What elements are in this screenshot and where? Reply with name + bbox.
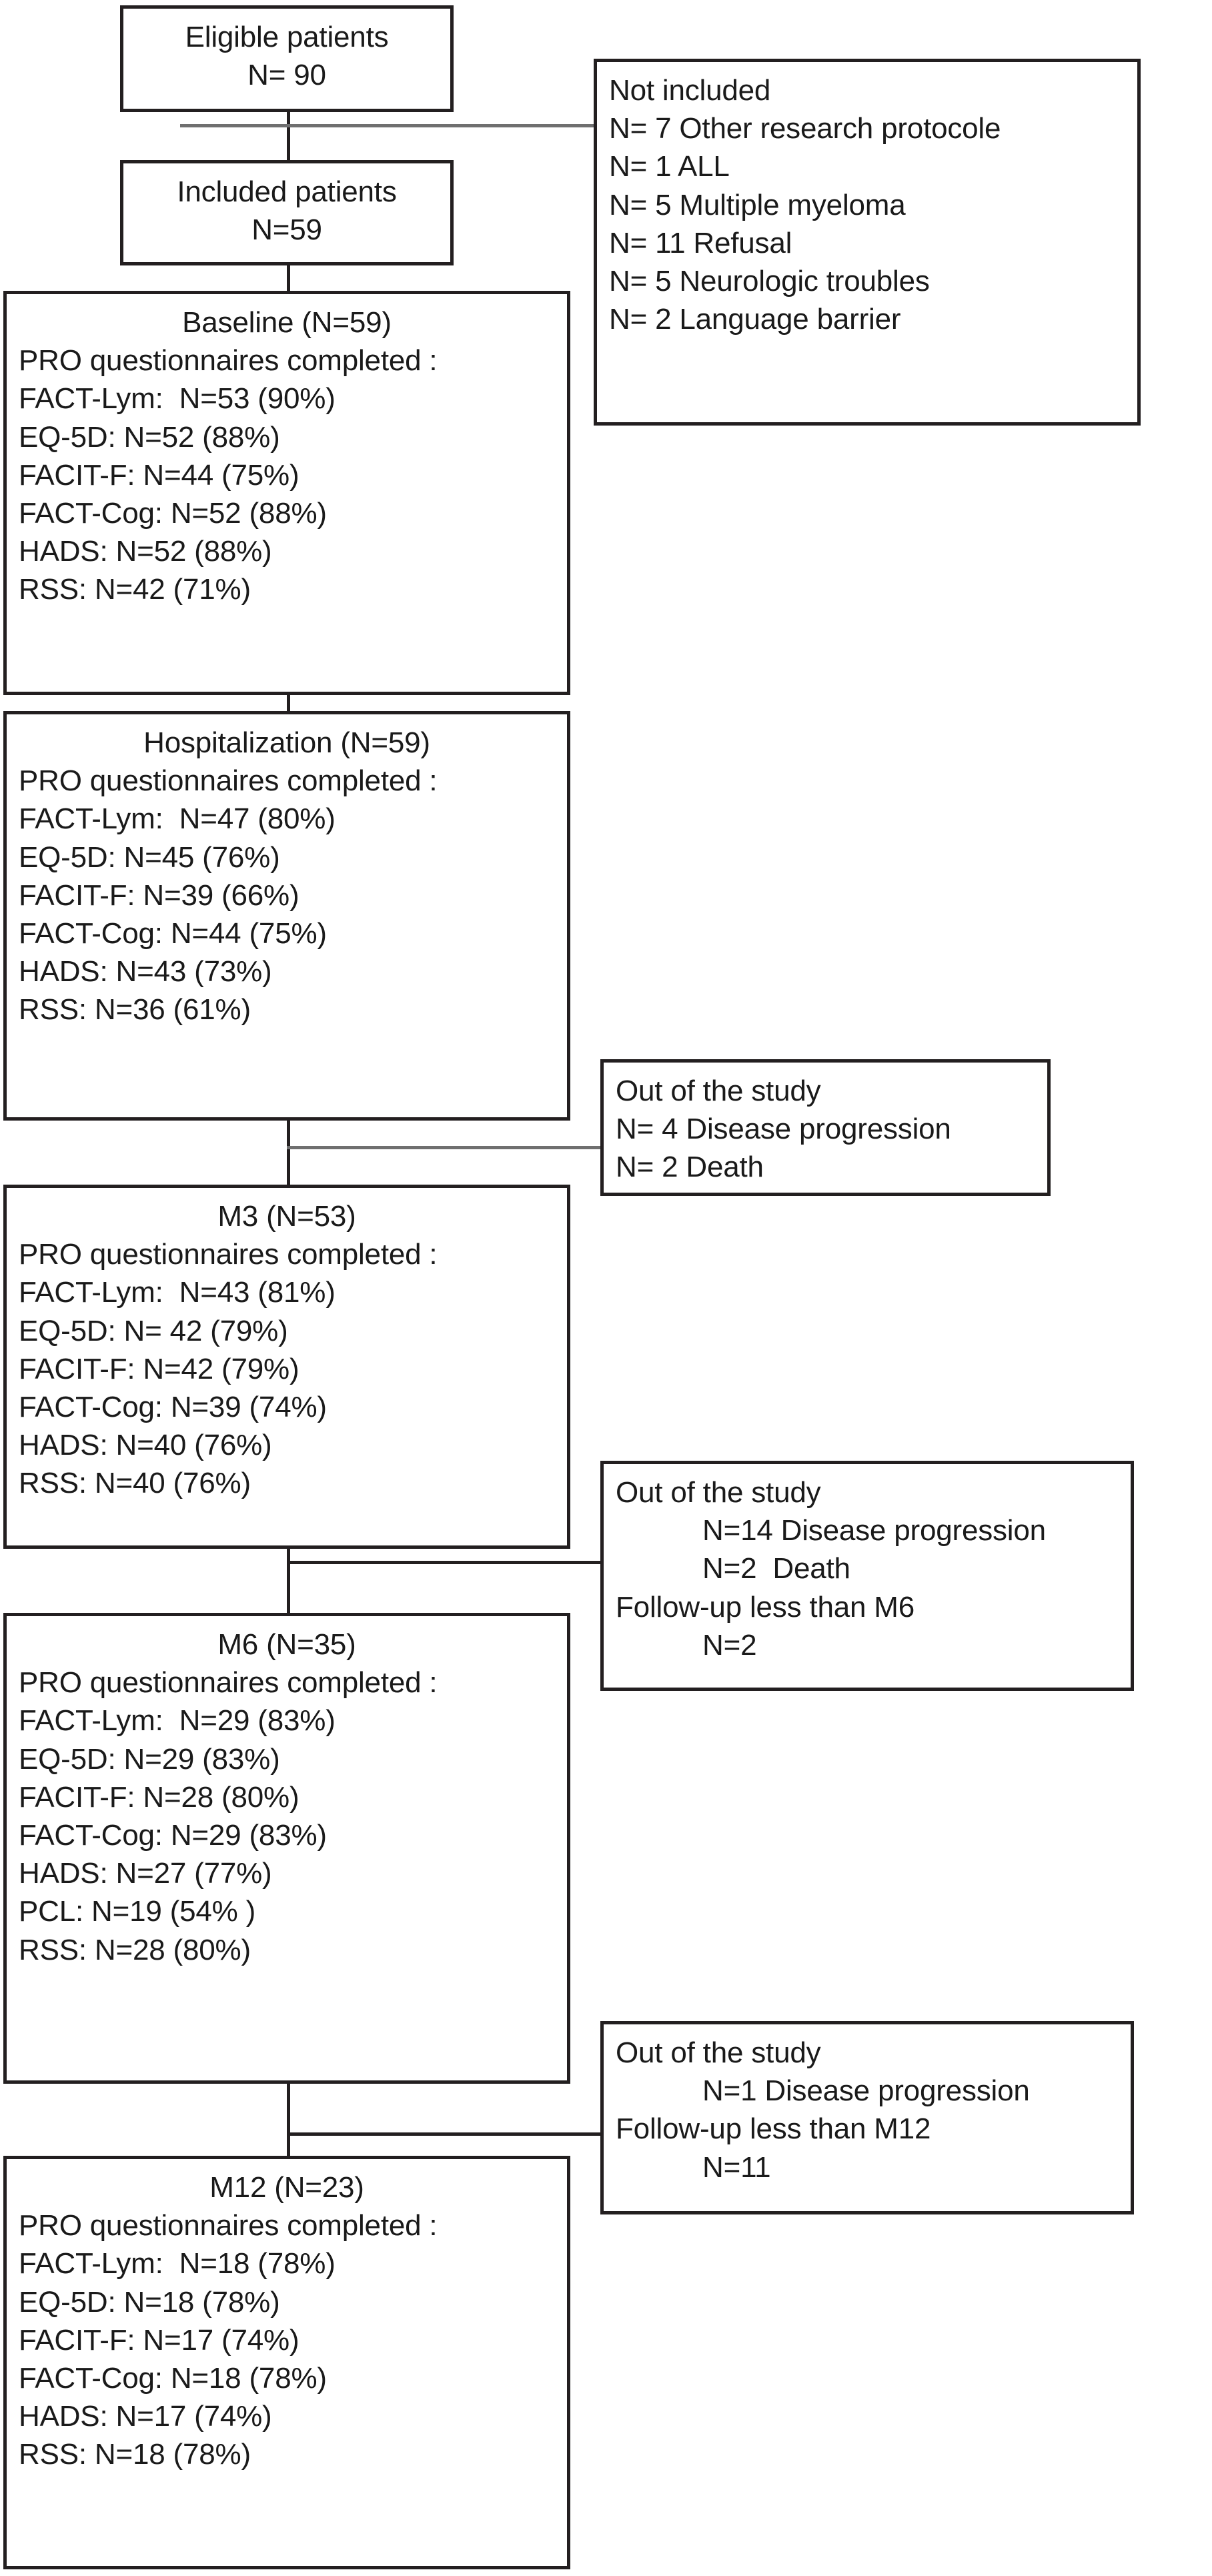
hospitalization-item-6: RSS: N=36 (61%) bbox=[19, 993, 251, 1027]
m3-item-5: HADS: N=40 (76%) bbox=[19, 1429, 272, 1462]
m3-item-1: FACT-Lym: N=43 (81%) bbox=[19, 1276, 336, 1309]
not-included-line-3: N= 1 ALL bbox=[609, 150, 730, 183]
m12-item-4: FACT-Cog: N=18 (78%) bbox=[19, 2361, 327, 2395]
m12-item-3: FACIT-F: N=17 (74%) bbox=[19, 2323, 299, 2357]
out3-header: Out of the study bbox=[616, 2036, 821, 2069]
out2-indented-1: N=14 Disease progression bbox=[702, 1514, 1046, 1547]
connector-baseline-to-hospitalization bbox=[287, 694, 290, 715]
hospitalization-item-4: FACT-Cog: N=44 (75%) bbox=[19, 916, 327, 950]
included-line-1: Included patients bbox=[177, 175, 397, 208]
node-included-patients-body: Included patients N=59 bbox=[123, 163, 450, 255]
baseline-item-2: EQ-5D: N=52 (88%) bbox=[19, 420, 280, 454]
m12-item-2: EQ-5D: N=18 (78%) bbox=[19, 2285, 280, 2319]
baseline-item-6: RSS: N=42 (71%) bbox=[19, 573, 251, 606]
m3-item-6: RSS: N=40 (76%) bbox=[19, 1467, 251, 1500]
eligible-line-2: N= 90 bbox=[247, 59, 326, 92]
m6-title: M6 (N=35) bbox=[217, 1628, 356, 1661]
connector-m6-to-out3 bbox=[287, 2132, 604, 2136]
not-included-line-7: N= 2 Language barrier bbox=[609, 303, 901, 336]
m3-subtitle: PRO questionnaires completed : bbox=[19, 1238, 438, 1271]
node-baseline-body: Baseline (N=59) PRO questionnaires compl… bbox=[7, 294, 567, 616]
hospitalization-title: Hospitalization (N=59) bbox=[143, 726, 430, 759]
out2-indented-2: N=2 Death bbox=[702, 1552, 850, 1585]
m6-item-1: FACT-Lym: N=29 (83%) bbox=[19, 1704, 336, 1738]
connector-included-to-not-included bbox=[180, 124, 600, 127]
m6-item-4: FACT-Cog: N=29 (83%) bbox=[19, 1818, 327, 1852]
m12-item-6: RSS: N=18 (78%) bbox=[19, 2438, 251, 2471]
node-out-of-study-2-body: Out of the study N=14 Disease progressio… bbox=[604, 1464, 1131, 1671]
node-m6-body: M6 (N=35) PRO questionnaires completed :… bbox=[7, 1616, 567, 1976]
connector-included-to-baseline bbox=[287, 265, 290, 299]
out3-indented-1: N=1 Disease progression bbox=[702, 2074, 1030, 2108]
eligible-line-1: Eligible patients bbox=[185, 21, 389, 53]
hospitalization-subtitle: PRO questionnaires completed : bbox=[19, 764, 438, 798]
out3-subheader: Follow-up less than M12 bbox=[616, 2112, 931, 2146]
node-m3: M3 (N=53) PRO questionnaires completed :… bbox=[3, 1185, 570, 1549]
m6-item-7: RSS: N=28 (80%) bbox=[19, 1933, 251, 1966]
node-eligible-patients-body: Eligible patients N= 90 bbox=[123, 9, 450, 101]
connector-hospitalization-to-m3 bbox=[287, 1118, 290, 1185]
out1-line-3: N= 2 Death bbox=[616, 1151, 764, 1184]
baseline-item-5: HADS: N=52 (88%) bbox=[19, 535, 272, 568]
node-not-included: Not included N= 7 Other research protoco… bbox=[594, 59, 1141, 426]
m3-item-3: FACIT-F: N=42 (79%) bbox=[19, 1352, 299, 1385]
node-out-of-study-3-body: Out of the study N=1 Disease progression… bbox=[604, 2024, 1131, 2193]
not-included-line-2: N= 7 Other research protocole bbox=[609, 112, 1001, 145]
m12-subtitle: PRO questionnaires completed : bbox=[19, 2209, 438, 2242]
m6-subtitle: PRO questionnaires completed : bbox=[19, 1666, 438, 1700]
not-included-line-6: N= 5 Neurologic troubles bbox=[609, 264, 930, 297]
connector-hospitalization-to-out1 bbox=[287, 1146, 600, 1149]
m12-item-1: FACT-Lym: N=18 (78%) bbox=[19, 2247, 336, 2281]
node-out-of-study-2: Out of the study N=14 Disease progressio… bbox=[600, 1461, 1134, 1691]
not-included-line-1: Not included bbox=[609, 74, 771, 107]
baseline-title: Baseline (N=59) bbox=[182, 306, 392, 339]
connector-m3-to-m6 bbox=[287, 1546, 290, 1616]
node-baseline: Baseline (N=59) PRO questionnaires compl… bbox=[3, 291, 570, 695]
node-out-of-study-1-body: Out of the study N= 4 Disease progressio… bbox=[604, 1063, 1047, 1193]
node-m6: M6 (N=35) PRO questionnaires completed :… bbox=[3, 1613, 570, 2084]
hospitalization-item-5: HADS: N=43 (73%) bbox=[19, 955, 272, 989]
m12-item-5: HADS: N=17 (74%) bbox=[19, 2400, 272, 2433]
out1-line-1: Out of the study bbox=[616, 1075, 821, 1107]
m12-title: M12 (N=23) bbox=[209, 2171, 364, 2204]
baseline-subtitle: PRO questionnaires completed : bbox=[19, 344, 438, 378]
node-m12: M12 (N=23) PRO questionnaires completed … bbox=[3, 2156, 570, 2569]
connector-eligible-to-included bbox=[287, 112, 290, 165]
not-included-line-4: N= 5 Multiple myeloma bbox=[609, 188, 906, 221]
m6-item-2: EQ-5D: N=29 (83%) bbox=[19, 1742, 280, 1776]
hospitalization-item-1: FACT-Lym: N=47 (80%) bbox=[19, 802, 336, 836]
node-included-patients: Included patients N=59 bbox=[120, 160, 454, 265]
baseline-item-1: FACT-Lym: N=53 (90%) bbox=[19, 382, 336, 416]
node-hospitalization: Hospitalization (N=59) PRO questionnaire… bbox=[3, 711, 570, 1121]
connector-m3-to-out2 bbox=[287, 1561, 604, 1564]
node-eligible-patients: Eligible patients N= 90 bbox=[120, 5, 454, 112]
hospitalization-item-2: EQ-5D: N=45 (76%) bbox=[19, 840, 280, 874]
m3-title: M3 (N=53) bbox=[217, 1200, 356, 1233]
out2-header: Out of the study bbox=[616, 1476, 821, 1509]
node-hospitalization-body: Hospitalization (N=59) PRO questionnaire… bbox=[7, 714, 567, 1036]
out1-line-2: N= 4 Disease progression bbox=[616, 1113, 951, 1146]
not-included-line-5: N= 11 Refusal bbox=[609, 226, 792, 259]
m6-item-5: HADS: N=27 (77%) bbox=[19, 1857, 272, 1890]
baseline-item-4: FACT-Cog: N=52 (88%) bbox=[19, 496, 327, 530]
node-m3-body: M3 (N=53) PRO questionnaires completed :… bbox=[7, 1188, 567, 1509]
m6-item-6: PCL: N=19 (54% ) bbox=[19, 1895, 256, 1928]
node-out-of-study-1: Out of the study N= 4 Disease progressio… bbox=[600, 1059, 1051, 1196]
m3-item-4: FACT-Cog: N=39 (74%) bbox=[19, 1390, 327, 1423]
m6-item-3: FACIT-F: N=28 (80%) bbox=[19, 1780, 299, 1814]
node-not-included-body: Not included N= 7 Other research protoco… bbox=[597, 62, 1137, 345]
node-m12-body: M12 (N=23) PRO questionnaires completed … bbox=[7, 2159, 567, 2481]
included-line-2: N=59 bbox=[251, 213, 322, 247]
connector-m6-to-m12 bbox=[287, 2081, 290, 2158]
out2-subheader: Follow-up less than M6 bbox=[616, 1590, 915, 1624]
out2-indented2-1: N=2 bbox=[702, 1628, 757, 1662]
node-out-of-study-3: Out of the study N=1 Disease progression… bbox=[600, 2021, 1134, 2214]
hospitalization-item-3: FACIT-F: N=39 (66%) bbox=[19, 878, 299, 912]
m3-item-2: EQ-5D: N= 42 (79%) bbox=[19, 1314, 288, 1347]
out3-indented2-1: N=11 bbox=[702, 2150, 771, 2184]
baseline-item-3: FACIT-F: N=44 (75%) bbox=[19, 458, 299, 492]
